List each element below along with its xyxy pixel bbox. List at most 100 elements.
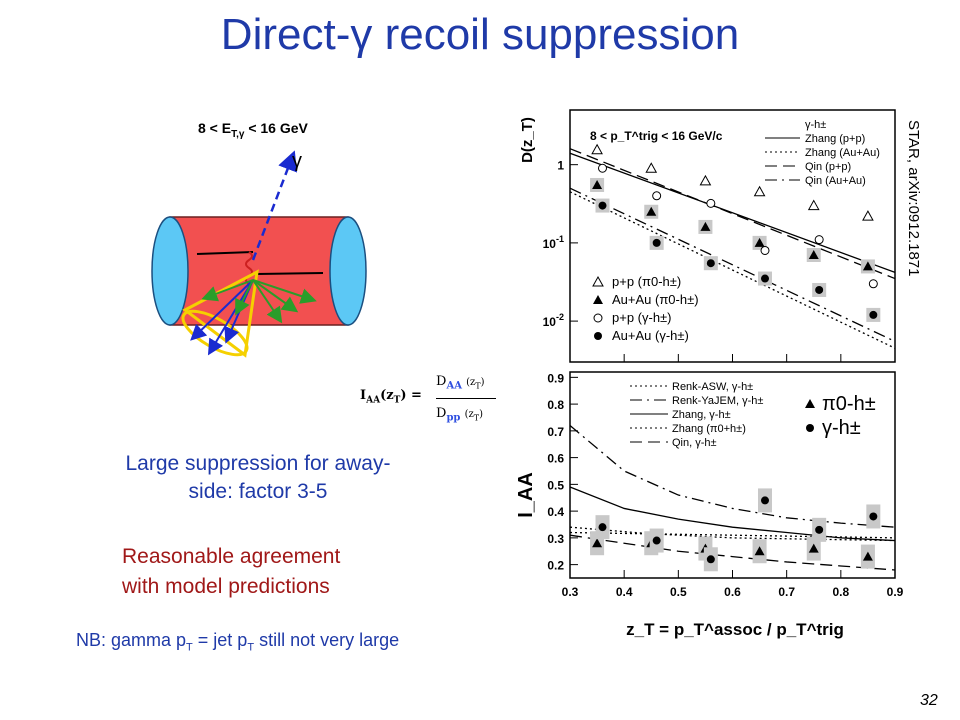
formula-den-arg: (z bbox=[464, 409, 474, 420]
top-point bbox=[592, 179, 603, 189]
energy-label-sub: T,γ bbox=[231, 128, 245, 140]
top-curve-dotted bbox=[569, 191, 896, 349]
formula-lhs-sub: AA bbox=[366, 395, 381, 406]
top-point bbox=[700, 221, 711, 231]
bottom-marker-legend-label: γ-h± bbox=[822, 417, 861, 439]
top-point bbox=[598, 201, 607, 210]
formula-den-sub: pp bbox=[446, 412, 461, 424]
top-point bbox=[862, 261, 873, 271]
top-legend-label: Qin (Au+Au) bbox=[805, 175, 866, 187]
cylinder-left-end bbox=[151, 216, 189, 326]
bl-legend-label: p+p (π0-h±) bbox=[612, 274, 681, 289]
formula-lhs-close: ) = bbox=[400, 388, 422, 403]
energy-label-post: < 16 GeV bbox=[244, 120, 308, 136]
bottom-ylabel: I_AA bbox=[515, 472, 537, 518]
formula-lhs-arg-sub: T bbox=[393, 395, 401, 406]
formula-num-close: ) bbox=[480, 377, 485, 388]
agreement-text: Reasonable agreement with model predicti… bbox=[122, 542, 340, 602]
bottom-point bbox=[652, 536, 661, 545]
top-annotation: 8 < p_T^trig < 16 GeV/c bbox=[590, 129, 723, 143]
formula-num: D bbox=[436, 374, 447, 389]
bl-legend-label: p+p (γ-h±) bbox=[612, 310, 672, 325]
bl-legend-marker bbox=[593, 313, 603, 323]
bottom-point bbox=[761, 496, 769, 505]
nb-part1: NB: gamma p bbox=[76, 630, 187, 650]
top-curve-solid bbox=[569, 152, 896, 273]
agreement-line-2: with model predictions bbox=[122, 575, 330, 598]
top-point bbox=[814, 235, 824, 245]
bottom-legend-label: Qin, γ-h± bbox=[672, 437, 717, 449]
nb-part3: still not very large bbox=[254, 630, 400, 650]
top-point bbox=[761, 274, 769, 283]
top-point bbox=[699, 174, 712, 186]
bottom-curve-dashdot bbox=[569, 425, 896, 528]
bottom-marker-legend-label: π0-h± bbox=[822, 393, 876, 415]
formula-lhs: I bbox=[360, 388, 367, 403]
cylinder-body bbox=[169, 216, 349, 326]
top-point bbox=[760, 245, 770, 255]
top-point bbox=[868, 279, 878, 289]
bottom-ytick-label: 0.3 bbox=[547, 532, 564, 546]
top-ytick-label: 1 bbox=[557, 159, 564, 173]
agreement-line-1: Reasonable agreement bbox=[122, 545, 341, 568]
top-curve-dashed bbox=[569, 148, 896, 280]
bottom-point bbox=[862, 551, 873, 561]
top-point bbox=[808, 250, 819, 260]
top-legend-label: Qin (p+p) bbox=[805, 161, 851, 173]
bottom-ytick-label: 0.7 bbox=[547, 425, 564, 439]
chart-figure: 110-110-2D(z_T)8 < p_T^trig < 16 GeV/cγ-… bbox=[515, 109, 904, 639]
xtick-label: 0.7 bbox=[778, 585, 795, 599]
top-point bbox=[598, 163, 607, 173]
top-point bbox=[652, 238, 661, 247]
bottom-legend-label: Renk-YaJEM, γ-h± bbox=[672, 395, 763, 407]
bottom-point bbox=[592, 538, 603, 548]
bottom-legend-label: Zhang, γ-h± bbox=[672, 409, 731, 421]
bl-legend-label: Au+Au (γ-h±) bbox=[612, 328, 689, 343]
bl-legend-marker bbox=[594, 332, 602, 340]
top-point bbox=[869, 310, 878, 319]
bl-legend-marker bbox=[592, 275, 604, 287]
bl-legend-label: Au+Au (π0-h±) bbox=[612, 292, 699, 307]
slide-title: Direct-γ recoil suppression bbox=[220, 10, 740, 59]
bottom-point bbox=[869, 512, 878, 521]
top-point bbox=[815, 285, 824, 294]
top-legend-label: Zhang (Au+Au) bbox=[805, 147, 880, 159]
formula-fraction-bar bbox=[436, 398, 496, 399]
bottom-ytick-label: 0.4 bbox=[547, 505, 564, 519]
suppression-text: Large suppression for away-side: factor … bbox=[125, 452, 391, 503]
top-point bbox=[754, 237, 765, 247]
bottom-point bbox=[815, 525, 824, 534]
top-point bbox=[706, 198, 716, 208]
bottom-curve-dotted bbox=[569, 526, 896, 542]
page-number: 32 bbox=[920, 692, 938, 709]
citation-text: STAR, arXiv:0912.1871 bbox=[905, 120, 922, 277]
bottom-curve-dotted bbox=[569, 531, 896, 539]
xtick-label: 0.8 bbox=[832, 585, 849, 599]
bottom-ytick-label: 0.9 bbox=[547, 371, 564, 385]
formula-lhs-arg: (z bbox=[380, 388, 394, 403]
energy-label-pre: 8 < E bbox=[198, 120, 232, 136]
bottom-legend-label: Renk-ASW, γ-h± bbox=[672, 381, 753, 393]
bottom-point bbox=[598, 523, 607, 532]
nb-sub1: T bbox=[186, 641, 193, 654]
collision-diagram bbox=[151, 150, 367, 358]
bottom-legend-label: Zhang (π0+h±) bbox=[672, 423, 746, 435]
bottom-point bbox=[706, 555, 715, 564]
nb-text: NB: gamma pT = jet pT still not very lar… bbox=[76, 630, 399, 654]
bottom-ytick-label: 0.6 bbox=[547, 452, 564, 466]
top-point bbox=[652, 191, 662, 201]
bottom-marker-legend-marker bbox=[805, 399, 815, 408]
top-point bbox=[645, 162, 658, 173]
formula-den-close: ) bbox=[479, 409, 483, 420]
formula-num-sub: AA bbox=[446, 380, 462, 392]
xtick-label: 0.3 bbox=[562, 585, 579, 599]
top-legend-label: γ-h± bbox=[805, 119, 826, 131]
xlabel: z_T = p_T^assoc / p_T^trig bbox=[626, 620, 844, 639]
top-ytick-label: 10-1 bbox=[543, 234, 564, 251]
xtick-label: 0.5 bbox=[670, 585, 687, 599]
nb-part2: = jet p bbox=[192, 630, 248, 650]
top-point bbox=[706, 259, 715, 268]
photon-line bbox=[251, 150, 298, 261]
top-ytick-label: 10-2 bbox=[543, 312, 564, 329]
bottom-ytick-label: 0.5 bbox=[547, 478, 564, 492]
